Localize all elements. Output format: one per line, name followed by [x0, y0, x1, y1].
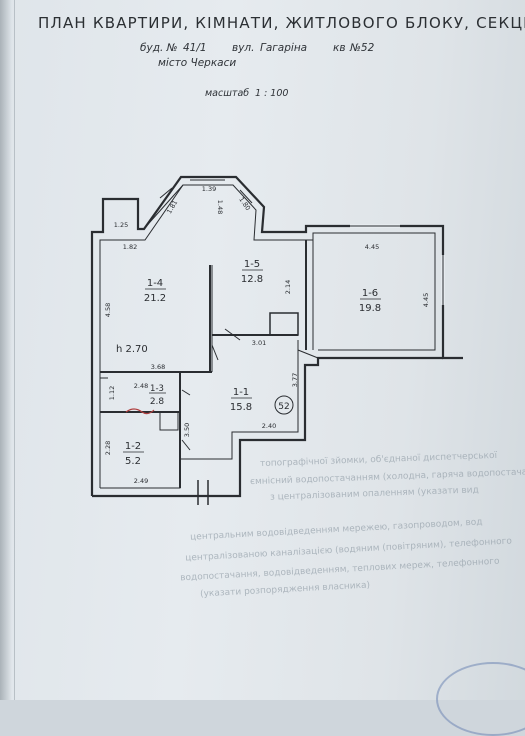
page-edge-shadow [0, 0, 12, 700]
room-id: 1-5 [244, 259, 260, 270]
street-label: вул. [232, 42, 255, 54]
room-area: 12.8 [241, 274, 263, 285]
dimension-label: 2.48 [134, 382, 148, 390]
apartment-badge-circle [274, 395, 294, 415]
dimension-label: 1.25 [114, 221, 128, 229]
dimension-label: 1.81 [165, 199, 179, 216]
scale-label: масштаб [205, 88, 250, 99]
page-fold [14, 0, 15, 700]
window [159, 187, 173, 199]
window [239, 189, 253, 204]
room-id: 1-6 [362, 288, 378, 299]
room-area: 15.8 [230, 402, 252, 413]
inner-wall-outline [99, 184, 436, 488]
bathroom-fixture [159, 411, 179, 431]
dimension-label: 4.45 [422, 293, 430, 307]
city-name: місто Черкаси [158, 57, 237, 69]
dimension-label: 2.28 [104, 441, 112, 455]
outer-wall [92, 356, 443, 498]
dimension-label: 2.49 [134, 477, 148, 485]
duct-box [269, 312, 299, 336]
dimension-label: 2.14 [284, 280, 292, 294]
room-id: 1-2 [125, 441, 141, 452]
room-area: 2.8 [150, 397, 165, 407]
room-area: 19.8 [359, 303, 381, 314]
dimension-label: 1.82 [123, 243, 137, 251]
door [181, 389, 191, 396]
dimension-label: 1.12 [108, 386, 116, 400]
dimension-label: 1.80 [237, 196, 252, 212]
bay-wall [143, 184, 184, 230]
dimension-label: 3.77 [291, 373, 299, 387]
scale-value: 1 : 100 [255, 88, 289, 99]
building-number: 41/1 [183, 42, 207, 54]
dimension-label: 4.58 [104, 303, 112, 317]
dimension-label: 3.01 [252, 339, 266, 347]
room-area: 5.2 [125, 456, 141, 467]
handwritten-mark [125, 408, 155, 415]
door [224, 328, 241, 341]
dimension-label: 3.50 [183, 423, 191, 437]
door [181, 439, 191, 451]
ceiling-height: h 2.70 [116, 344, 148, 355]
dimension-label: 2.40 [262, 422, 276, 430]
document-title: ПЛАН КВАРТИРИ, КІМНАТИ, ЖИТЛОВОГО БЛОКУ,… [38, 14, 525, 32]
room-area: 21.2 [144, 293, 166, 304]
apartment-number: №52 [350, 42, 375, 54]
apartment-badge: 52 [278, 402, 289, 412]
door [297, 349, 319, 359]
street-name: Гагаріна [260, 42, 308, 54]
building-label: буд. № [140, 42, 178, 54]
room-id: 1-4 [147, 278, 163, 289]
dimension-label: 4.45 [365, 243, 379, 251]
dimension-label: 3.68 [151, 363, 165, 371]
apartment-label: кв [333, 42, 346, 54]
room-id: 1-1 [233, 387, 249, 398]
door [211, 344, 219, 361]
dimension-label: 1.39 [202, 185, 216, 193]
floor-plan-drawing: 1-4 21.2 1-5 12.8 1-6 19.8 1-1 15.8 1-3 … [90, 175, 463, 505]
dimension-label: 1.48 [216, 200, 224, 214]
room-id: 1-3 [150, 384, 164, 394]
